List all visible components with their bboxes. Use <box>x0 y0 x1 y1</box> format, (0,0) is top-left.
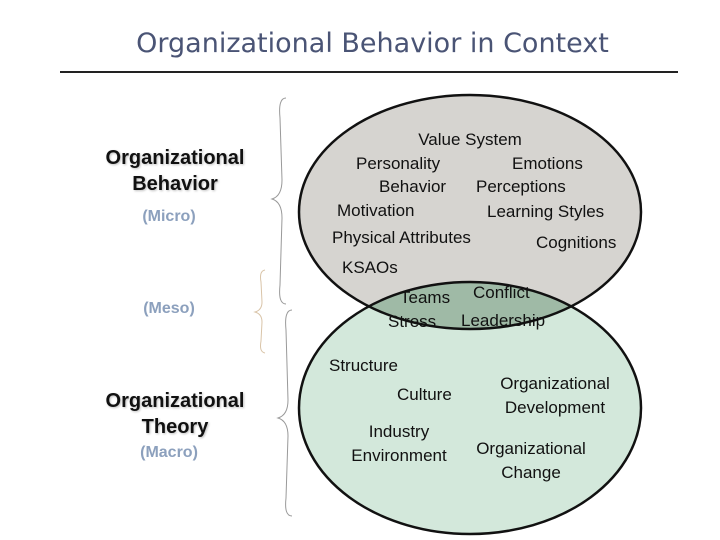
term-industry-environment-line-1: Industry <box>369 422 430 441</box>
term-learning-styles: Learning Styles <box>487 202 604 221</box>
title-divider <box>60 71 678 73</box>
term-stress: Stress <box>388 312 436 331</box>
macro-label: (Macro) <box>140 444 198 461</box>
term-teams: Teams <box>400 288 450 307</box>
term-personality: Personality <box>356 154 441 173</box>
micro-label: (Micro) <box>142 208 196 225</box>
ot-heading: Organizational Theory <box>75 388 275 440</box>
term-cognitions: Cognitions <box>536 233 616 252</box>
term-org-development-line-1: Organizational <box>500 374 610 393</box>
term-behavior: Behavior <box>379 177 446 196</box>
ob-heading-line-2: Behavior <box>132 173 218 195</box>
term-physical-attributes: Physical Attributes <box>332 228 471 247</box>
term-org-change-line-2: Change <box>501 463 561 482</box>
term-structure: Structure <box>329 356 398 375</box>
ot-heading-line-2: Theory <box>141 416 209 438</box>
ot-brace <box>276 309 293 517</box>
ob-brace <box>270 97 287 305</box>
ob-heading-line-1: Organizational <box>105 147 245 169</box>
micro-ellipse <box>299 95 641 329</box>
term-perceptions: Perceptions <box>476 177 566 196</box>
term-culture: Culture <box>397 385 452 404</box>
macro-ellipse <box>299 282 641 534</box>
term-org-development-line-2: Development <box>505 398 605 417</box>
ob-heading: Organizational Behavior <box>75 145 275 197</box>
meso-brace <box>253 269 266 354</box>
page-title: Organizational Behavior in Context <box>136 28 609 59</box>
ot-heading-line-1: Organizational <box>105 390 245 412</box>
term-org-change-line-1: Organizational <box>476 439 586 458</box>
term-ksaos: KSAOs <box>342 258 398 277</box>
macro-outline <box>297 280 643 536</box>
term-conflict: Conflict <box>473 283 530 302</box>
meso-label: (Meso) <box>143 300 195 317</box>
term-leadership: Leadership <box>461 311 545 330</box>
term-emotions: Emotions <box>512 154 583 173</box>
term-industry-environment-line-2: Environment <box>351 446 447 465</box>
micro-outline <box>297 93 643 331</box>
term-motivation: Motivation <box>337 201 414 220</box>
term-value-system: Value System <box>418 130 522 149</box>
